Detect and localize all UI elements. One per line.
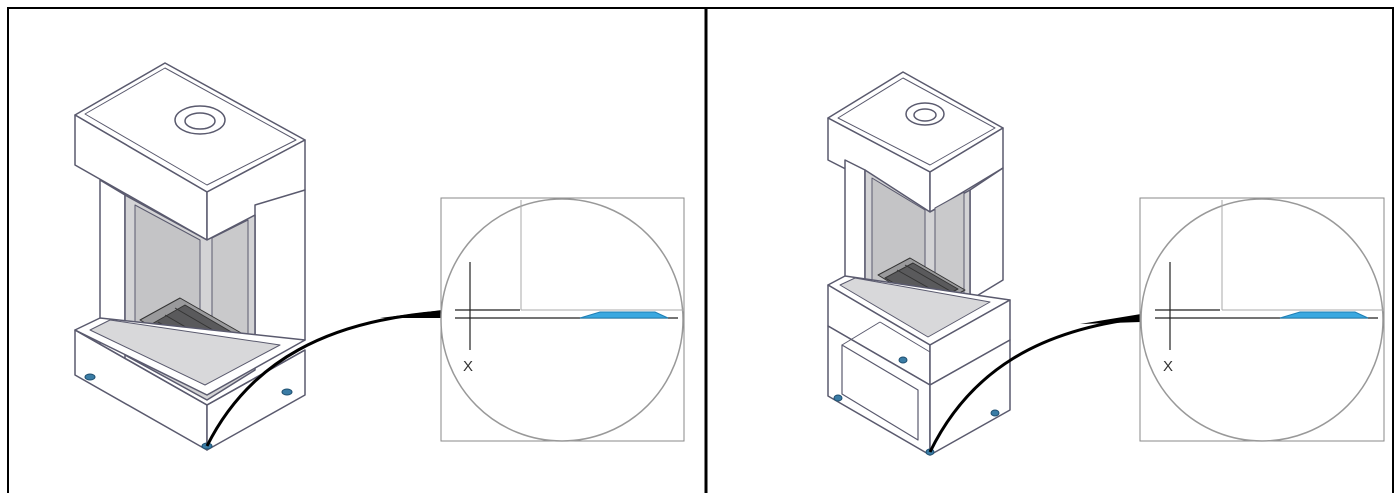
stand-opening [841,344,919,441]
base-tray [89,319,281,386]
foot-icon [990,409,1000,417]
fireplace-unit-right [827,71,1011,456]
fireplace-unit-left [74,62,306,451]
accent-strip [1279,311,1369,319]
panel-left: X [74,62,685,451]
foot-icon [898,356,908,364]
axis-label-x: X [463,358,473,375]
base-tray [839,277,991,338]
flue-collar-inner [913,108,937,122]
detail-box-right: X [1139,197,1385,442]
right-post [254,189,306,361]
hood-top-inner [837,77,996,166]
foot-icon [833,394,843,402]
flue-collar-inner [184,112,216,130]
hood-top-inner [84,67,297,186]
outer-border [7,7,1394,493]
leader-thick-end [1080,314,1141,324]
magnifier-circle [1140,198,1384,442]
foot-icon [281,388,293,396]
panel-right: X [827,71,1385,456]
magnifier-circle [440,198,684,442]
detail-box-left: X [440,197,685,442]
leader-thick-end [380,310,442,318]
right-post [969,167,1004,301]
foot-icon [84,373,96,381]
leader-line [928,316,1142,453]
stand-side [929,339,1011,456]
axis-label-x: X [1163,358,1173,375]
accent-strip [579,311,669,319]
